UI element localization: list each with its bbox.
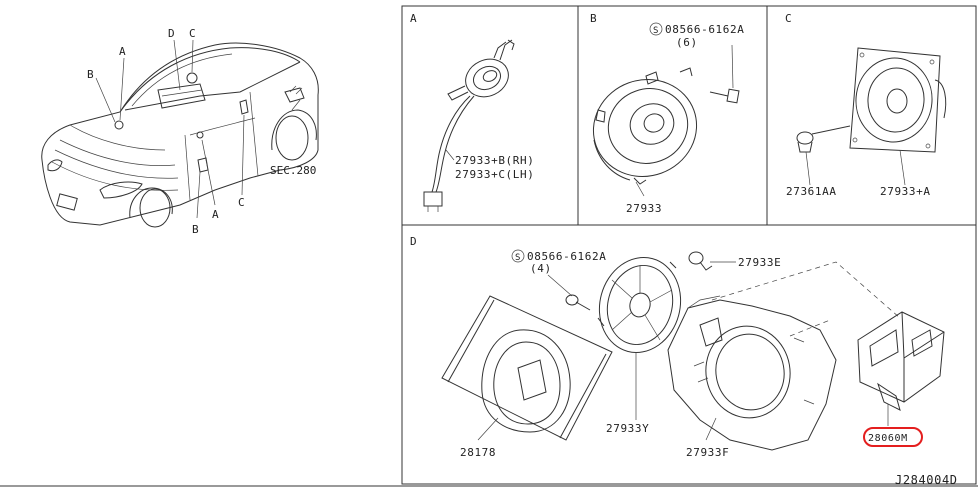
panel-b: B S 08566-6162A (6) 27933 <box>590 12 744 215</box>
screw-c-drawing <box>796 125 851 153</box>
car-label-c-bottom: C <box>238 196 245 209</box>
panel-d-title: D <box>410 235 417 248</box>
panel-b-bolt-symbol <box>649 22 663 36</box>
diagram-code: J284004D <box>895 473 958 487</box>
panel-a-title: A <box>410 12 417 25</box>
car-overview <box>41 39 319 228</box>
panel-a-part-lh: 27933+C(LH) <box>455 168 534 181</box>
panel-c-speaker-part: 27933+A <box>880 185 931 198</box>
speaker-c-drawing <box>849 47 947 153</box>
car-label-b-top: B <box>87 68 94 81</box>
panel-d-speaker-part: 27933Y <box>606 422 649 435</box>
clip-d-drawing <box>688 251 713 271</box>
panel-frames <box>401 5 977 485</box>
panel-c: C 27361AA 27933+A <box>785 12 947 198</box>
panel-c-title: C <box>785 12 792 25</box>
bracket-drawing <box>667 295 837 451</box>
car-label-a-top: A <box>119 45 126 58</box>
panel-b-speaker-part: 27933 <box>626 202 662 215</box>
panel-b-bolt-part: 08566-6162A <box>665 23 744 36</box>
section-reference: SEC.280 <box>270 164 316 177</box>
bolt-d-drawing <box>565 294 591 311</box>
grille-drawing <box>441 295 613 441</box>
highlight-ring <box>863 427 923 447</box>
speaker-b-drawing <box>592 67 698 185</box>
panel-d-clip-part: 27933E <box>738 256 781 269</box>
car-label-c-top: C <box>189 27 196 40</box>
speaker-d-drawing <box>597 256 682 354</box>
panel-a: A 27933+B(RH) 27933+C(LH) <box>410 12 534 212</box>
bolt-b-drawing <box>709 44 740 104</box>
panel-b-bolt-s: S <box>653 26 659 36</box>
amplifier-drawing <box>857 311 945 411</box>
panel-d-grille-part: 28178 <box>460 446 496 459</box>
panel-a-part-rh: 27933+B(RH) <box>455 154 534 167</box>
car-label-a-bottom: A <box>212 208 219 221</box>
panel-d-bolt-part: 08566-6162A <box>527 250 606 263</box>
car-label-d-top: D <box>168 27 175 40</box>
panel-b-title: B <box>590 12 597 25</box>
panel-d-bolt-qty: (4) <box>530 262 552 275</box>
panel-b-bolt-qty: (6) <box>676 36 698 49</box>
panel-c-screw-part: 27361AA <box>786 185 837 198</box>
panel-d: D S 08566-6162A (4) 27933E 28178 <box>410 235 945 459</box>
panel-d-bolt-s: S <box>515 253 521 263</box>
panel-d-amplifier-part: 28060M <box>868 433 908 444</box>
tweeter-a-drawing <box>423 39 515 212</box>
panel-d-bolt-symbol <box>511 249 525 263</box>
panel-d-bracket-part: 27933F <box>686 446 729 459</box>
car-label-b-bottom: B <box>192 223 199 236</box>
